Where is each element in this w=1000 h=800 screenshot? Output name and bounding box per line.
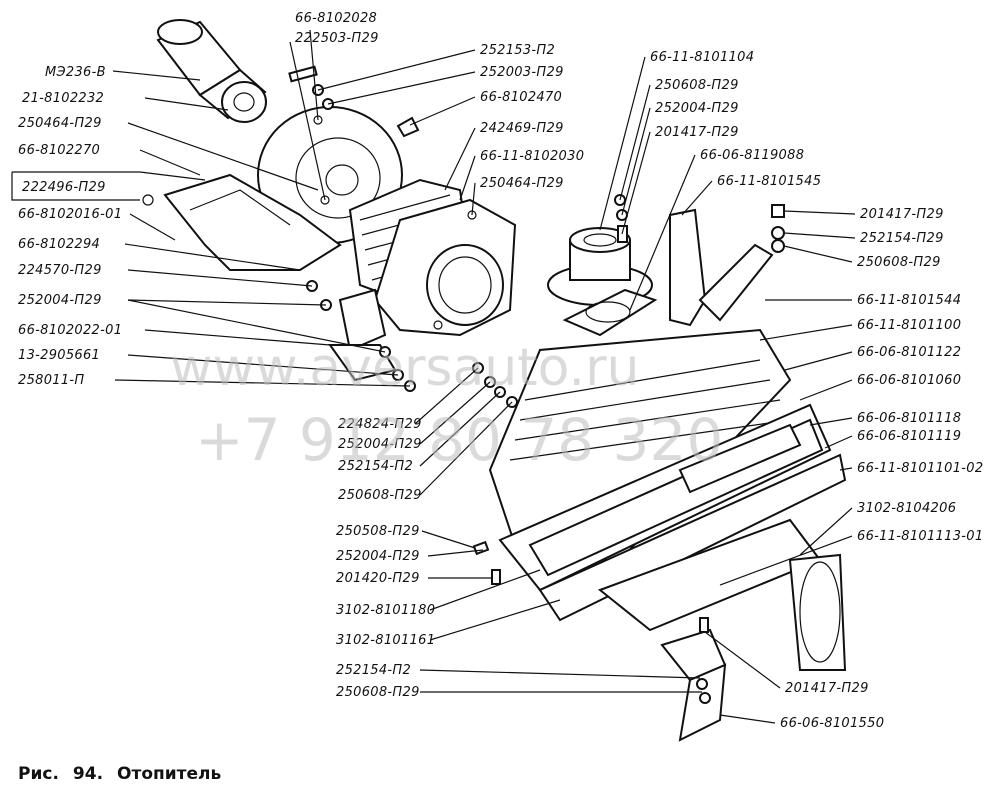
part-label: 252004-П29 bbox=[338, 437, 422, 452]
part-label: 201417-П29 bbox=[785, 681, 869, 696]
part-label: 66-06-8101060 bbox=[857, 373, 961, 388]
part-label: 224570-П29 bbox=[18, 263, 102, 278]
part-label: 66-11-8101100 bbox=[857, 318, 961, 333]
part-label: 66-06-8119088 bbox=[700, 148, 804, 163]
part-label: 252004-П29 bbox=[18, 293, 102, 308]
part-label: 66-11-8101544 bbox=[857, 293, 961, 308]
caption-prefix: Рис. bbox=[18, 764, 59, 784]
part-label: 66-06-8101122 bbox=[857, 345, 961, 360]
part-label: 66-11-8101104 bbox=[650, 50, 754, 65]
part-label: 252153-П2 bbox=[480, 43, 555, 58]
part-label: 250608-П29 bbox=[857, 255, 941, 270]
part-label: 3102-8101161 bbox=[336, 633, 435, 648]
caption-number: 94. bbox=[72, 764, 104, 784]
part-label: 252004-П29 bbox=[336, 549, 420, 564]
part-label: 201420-П29 bbox=[336, 571, 420, 586]
part-label: 13-2905661 bbox=[18, 348, 100, 363]
motor-part bbox=[156, 19, 267, 123]
part-label: 250608-П29 bbox=[336, 685, 420, 700]
part-label: 201417-П29 bbox=[860, 207, 944, 222]
part-label: 252154-П2 bbox=[338, 459, 413, 474]
part-label: 66-06-8101118 bbox=[857, 411, 961, 426]
leader-lines bbox=[11, 29, 856, 724]
part-label: 3102-8101180 bbox=[336, 603, 435, 618]
outlet-duct-part bbox=[328, 288, 397, 382]
caption-title: Отопитель bbox=[117, 764, 222, 784]
part-label: МЭ236-В bbox=[45, 65, 106, 80]
part-label: 252154-П2 bbox=[336, 663, 411, 678]
part-label: 66-8102028 bbox=[295, 11, 377, 26]
part-label: 66-11-8101545 bbox=[717, 174, 821, 189]
part-label: 252154-П29 bbox=[860, 231, 944, 246]
gasket-part bbox=[562, 288, 658, 337]
part-label: 21-8102232 bbox=[22, 91, 104, 106]
watermark: www.aversauto.ru +7 912 80 78 320 bbox=[170, 338, 723, 474]
part-label: 66-06-8101550 bbox=[780, 716, 884, 731]
part-label: 66-8102294 bbox=[18, 237, 100, 252]
volute-housing-part bbox=[373, 198, 517, 337]
watermark-url: www.aversauto.ru bbox=[170, 338, 639, 398]
part-label: 66-8102270 bbox=[18, 143, 100, 158]
part-label: 250608-П29 bbox=[338, 488, 422, 503]
part-label: 222503-П29 bbox=[295, 31, 379, 46]
part-label: 66-8102470 bbox=[480, 90, 562, 105]
figure-caption: Рис. 94. Отопитель bbox=[18, 764, 235, 784]
part-label: 242469-П29 bbox=[480, 121, 564, 136]
radiator-core-part bbox=[498, 403, 832, 592]
lower-left-fasteners bbox=[472, 362, 518, 585]
bracket-part bbox=[142, 173, 342, 271]
part-label: 66-11-8101101-02 bbox=[857, 461, 983, 476]
part-label: 224824-П29 bbox=[338, 417, 422, 432]
part-label: 250608-П29 bbox=[655, 78, 739, 93]
part-label: 3102-8104206 bbox=[857, 501, 956, 516]
part-label: 250464-П29 bbox=[480, 176, 564, 191]
part-label: 66-8102022-01 bbox=[18, 323, 122, 338]
part-label: 66-8102016-01 bbox=[18, 207, 122, 222]
bottom-bracket-part bbox=[660, 617, 727, 742]
part-labels: МЭ236-В 21-8102232 250464-П29 66-8102270… bbox=[18, 11, 983, 731]
part-label: 258011-П bbox=[18, 373, 85, 388]
part-label: 252004-П29 bbox=[655, 101, 739, 116]
part-label: 250464-П29 bbox=[18, 116, 102, 131]
lower-housing-part bbox=[538, 453, 847, 671]
part-label: 66-11-8101113-01 bbox=[857, 529, 983, 544]
watermark-phone: +7 912 80 78 320 bbox=[195, 406, 723, 474]
mount-brackets-part bbox=[669, 208, 774, 327]
part-label: 252003-П29 bbox=[480, 65, 564, 80]
part-label: 250508-П29 bbox=[336, 524, 420, 539]
part-label: 201417-П29 bbox=[655, 125, 739, 140]
part-label: 66-06-8101119 bbox=[857, 429, 961, 444]
part-label: 66-11-8102030 bbox=[480, 149, 584, 164]
part-label: 222496-П29 bbox=[22, 180, 106, 195]
